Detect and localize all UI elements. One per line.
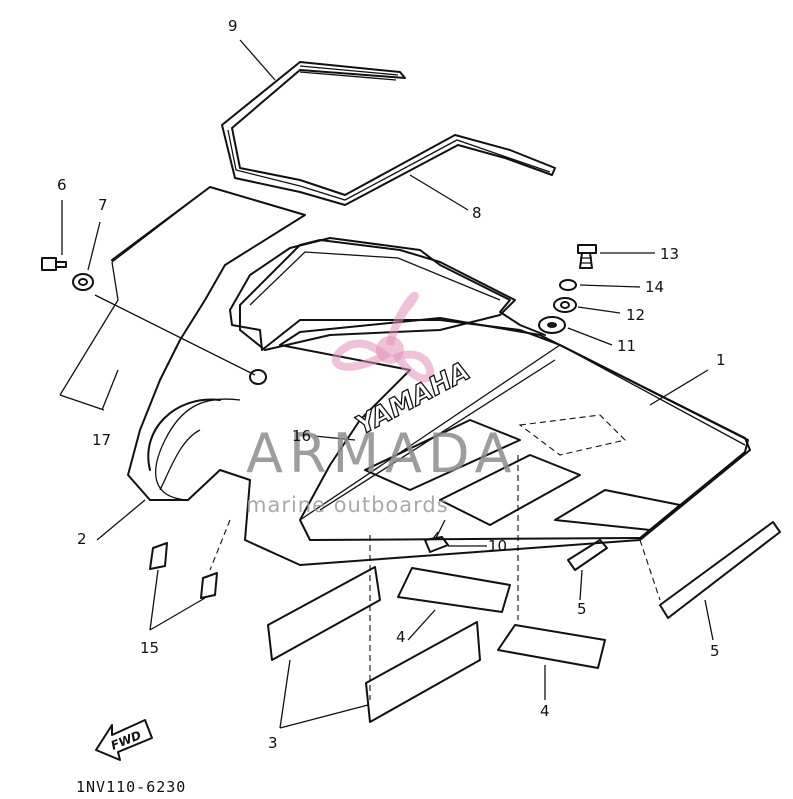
- screw-part-6: [41, 257, 67, 271]
- pad-part-15-lower: [200, 572, 218, 599]
- strip-part-5-long: [659, 521, 781, 619]
- washer-part-12: [553, 297, 577, 313]
- part-label-10: 10: [488, 537, 507, 555]
- part-label-12: 12: [626, 306, 645, 324]
- drawing-code: 1NV110-6230: [76, 778, 186, 796]
- part-label-9: 9: [228, 17, 238, 35]
- part-label-2: 2: [77, 530, 87, 548]
- damper-pad-part-4-lower: [497, 624, 606, 669]
- part-label-13: 13: [660, 245, 679, 263]
- forward-arrow-icon: FWD: [95, 719, 153, 761]
- top-seal-part-9: [221, 61, 556, 206]
- watermark-title: ARMADA: [246, 422, 518, 485]
- top-cowling-part-1: [111, 186, 751, 566]
- grommet-part-on-cowl: [249, 369, 267, 385]
- watermark: ARMADA marine outboards: [246, 291, 518, 517]
- leader-lines: [59, 39, 714, 729]
- part-label-8: 8: [472, 204, 482, 222]
- bushing-part-11: [538, 316, 566, 334]
- damper-pad-part-3-lower: [365, 621, 481, 723]
- part-label-11: 11: [617, 337, 636, 355]
- washer-part-14: [559, 279, 577, 291]
- part-label-6: 6: [57, 176, 67, 194]
- template-sheet-part-17: [59, 186, 306, 396]
- pad-part-15-upper: [149, 542, 168, 570]
- washer-part-7: [72, 273, 94, 291]
- strip-part-5-small: [567, 539, 608, 571]
- part-label-17: 17: [92, 431, 111, 449]
- propeller-logo: [331, 291, 435, 383]
- part-label-4-lower: 4: [540, 702, 550, 720]
- part-labels: 9 8 6 7 13 14 12 11 1 16 17 2 10 5 4 15 …: [57, 17, 726, 752]
- damper-pad-part-3-upper: [267, 566, 381, 661]
- part-label-5-long: 5: [710, 642, 720, 660]
- watermark-subtitle: marine outboards: [246, 493, 449, 517]
- part-label-16: 16: [292, 427, 311, 445]
- clip-part-10: [424, 531, 449, 553]
- part-label-4-upper: 4: [396, 628, 406, 646]
- part-label-7: 7: [98, 196, 108, 214]
- part-label-5-small: 5: [577, 600, 587, 618]
- part-label-1: 1: [716, 351, 726, 369]
- part-label-14: 14: [645, 278, 664, 296]
- bolt-part-13: [577, 244, 597, 269]
- part-label-15: 15: [140, 639, 159, 657]
- damper-pad-part-4-upper: [397, 567, 511, 613]
- part-label-3: 3: [268, 734, 278, 752]
